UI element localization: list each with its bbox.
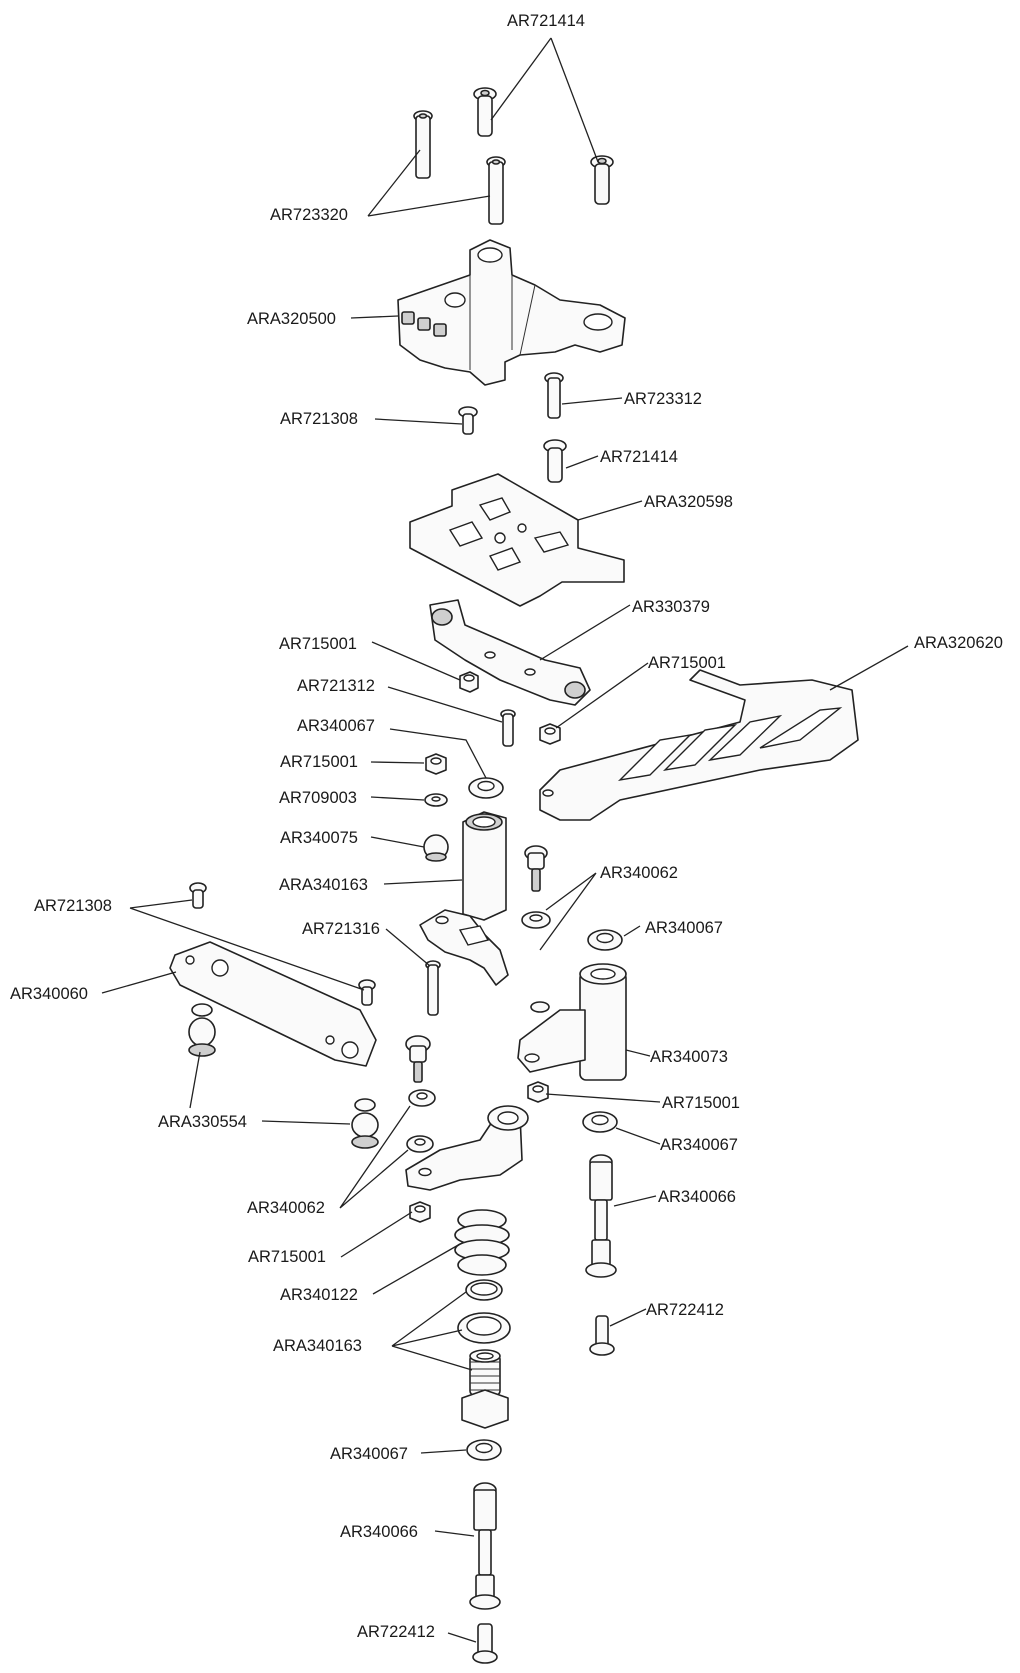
top-plate bbox=[409, 473, 625, 607]
label-ar340067-a: AR340067 bbox=[297, 717, 375, 735]
label-ar709003: AR709003 bbox=[279, 789, 357, 807]
post-ar340066-b bbox=[469, 1482, 501, 1610]
screw-ar723320-b bbox=[486, 156, 506, 225]
hex-tube-ara340163 bbox=[462, 811, 507, 921]
label-ar340073: AR340073 bbox=[650, 1048, 728, 1066]
threaded-nut-ara340163 bbox=[461, 1349, 509, 1429]
screw-ar722412-b bbox=[472, 1623, 498, 1664]
screw-ar721414-c bbox=[543, 439, 567, 483]
label-ar723312: AR723312 bbox=[624, 390, 702, 408]
label-ara340163-b: ARA340163 bbox=[273, 1337, 362, 1355]
ball-ar340075 bbox=[423, 834, 449, 862]
label-ar721414-mid: AR721414 bbox=[600, 448, 678, 466]
label-ar715001-b: AR715001 bbox=[648, 654, 726, 672]
label-ar340075: AR340075 bbox=[280, 829, 358, 847]
spring-ar340122 bbox=[454, 1209, 510, 1276]
label-ar715001-c: AR715001 bbox=[280, 753, 358, 771]
screw-ar721308-top bbox=[458, 406, 478, 435]
bearing-ar340067-c bbox=[582, 1111, 618, 1133]
post-ar340073 bbox=[517, 963, 627, 1081]
screw-ar721414-b bbox=[590, 155, 614, 205]
label-ar721316: AR721316 bbox=[302, 920, 380, 938]
screw-ar722412-a bbox=[589, 1315, 615, 1356]
label-ar722412-b: AR722412 bbox=[357, 1623, 435, 1641]
nut-ar715001-c bbox=[425, 753, 447, 775]
nut-ar715001-e bbox=[409, 1201, 431, 1223]
ball-stud-ar340062-a bbox=[524, 845, 548, 892]
upper-bellcrank bbox=[419, 909, 509, 986]
label-ar340067-c: AR340067 bbox=[660, 1136, 738, 1154]
label-ara340163-a: ARA340163 bbox=[279, 876, 368, 894]
label-ar721308-top: AR721308 bbox=[280, 410, 358, 428]
label-ar340122: AR340122 bbox=[280, 1286, 358, 1304]
washer-ar709003 bbox=[424, 793, 448, 807]
label-ar340066-b: AR340066 bbox=[340, 1523, 418, 1541]
ball-end-ara330554-b bbox=[351, 1098, 379, 1149]
label-ar722412-a: AR722412 bbox=[646, 1301, 724, 1319]
drag-link-ar340060 bbox=[169, 941, 377, 1067]
label-ar721312: AR721312 bbox=[297, 677, 375, 695]
label-ar721414-top: AR721414 bbox=[507, 12, 585, 30]
pin-ar721316 bbox=[425, 960, 441, 1016]
washer-ar340062-b bbox=[408, 1089, 436, 1107]
label-ar340067-d: AR340067 bbox=[330, 1445, 408, 1463]
washer-ara340163-b bbox=[457, 1312, 511, 1344]
label-ara320598: ARA320598 bbox=[644, 493, 733, 511]
lower-bellcrank bbox=[405, 1105, 529, 1191]
label-ar330379: AR330379 bbox=[632, 598, 710, 616]
label-ar715001-a: AR715001 bbox=[279, 635, 357, 653]
label-ara320620: ARA320620 bbox=[914, 634, 1003, 652]
label-ar340060: AR340060 bbox=[10, 985, 88, 1003]
washer-small-a bbox=[530, 1001, 550, 1013]
post-ar340066-a bbox=[585, 1154, 617, 1278]
label-ar723320: AR723320 bbox=[270, 206, 348, 224]
steering-arm-ar330379 bbox=[429, 599, 591, 706]
label-ar715001-d: AR715001 bbox=[662, 1094, 740, 1112]
pin-ar721312 bbox=[500, 709, 516, 747]
label-ar340062-a: AR340062 bbox=[600, 864, 678, 882]
nut-ar715001-b bbox=[539, 723, 561, 745]
screw-ar721308-left bbox=[189, 882, 207, 909]
nut-ar715001-a bbox=[459, 671, 479, 693]
label-ar340066-a: AR340066 bbox=[658, 1188, 736, 1206]
washer-ar340062-a bbox=[521, 911, 551, 929]
label-ar721308-left: AR721308 bbox=[34, 897, 112, 915]
washer-ara340163-a bbox=[465, 1279, 503, 1301]
label-ar715001-e: AR715001 bbox=[248, 1248, 326, 1266]
ball-end-ara330554-a bbox=[188, 1003, 216, 1057]
bearing-ar340067-b bbox=[587, 929, 623, 951]
screw-ar723312 bbox=[544, 372, 564, 419]
ball-stud-ar340062-b bbox=[405, 1035, 431, 1083]
screw-ar721414-a bbox=[473, 87, 497, 137]
leader-lines bbox=[101, 37, 909, 1643]
label-ar340062-b: AR340062 bbox=[247, 1199, 325, 1217]
washer-ar340062-c bbox=[406, 1135, 434, 1153]
bearing-ar340067-d bbox=[466, 1439, 502, 1461]
chassis-brace bbox=[539, 669, 859, 821]
nut-ar715001-d bbox=[527, 1081, 549, 1103]
label-ara320500: ARA320500 bbox=[247, 310, 336, 328]
servo-mount-block bbox=[397, 239, 626, 386]
label-ar340067-b: AR340067 bbox=[645, 919, 723, 937]
screw-ar723320-a bbox=[413, 110, 433, 179]
label-ara330554: ARA330554 bbox=[158, 1113, 247, 1131]
screw-ar721308-right bbox=[358, 979, 376, 1006]
bearing-ar340067-a bbox=[468, 777, 504, 799]
